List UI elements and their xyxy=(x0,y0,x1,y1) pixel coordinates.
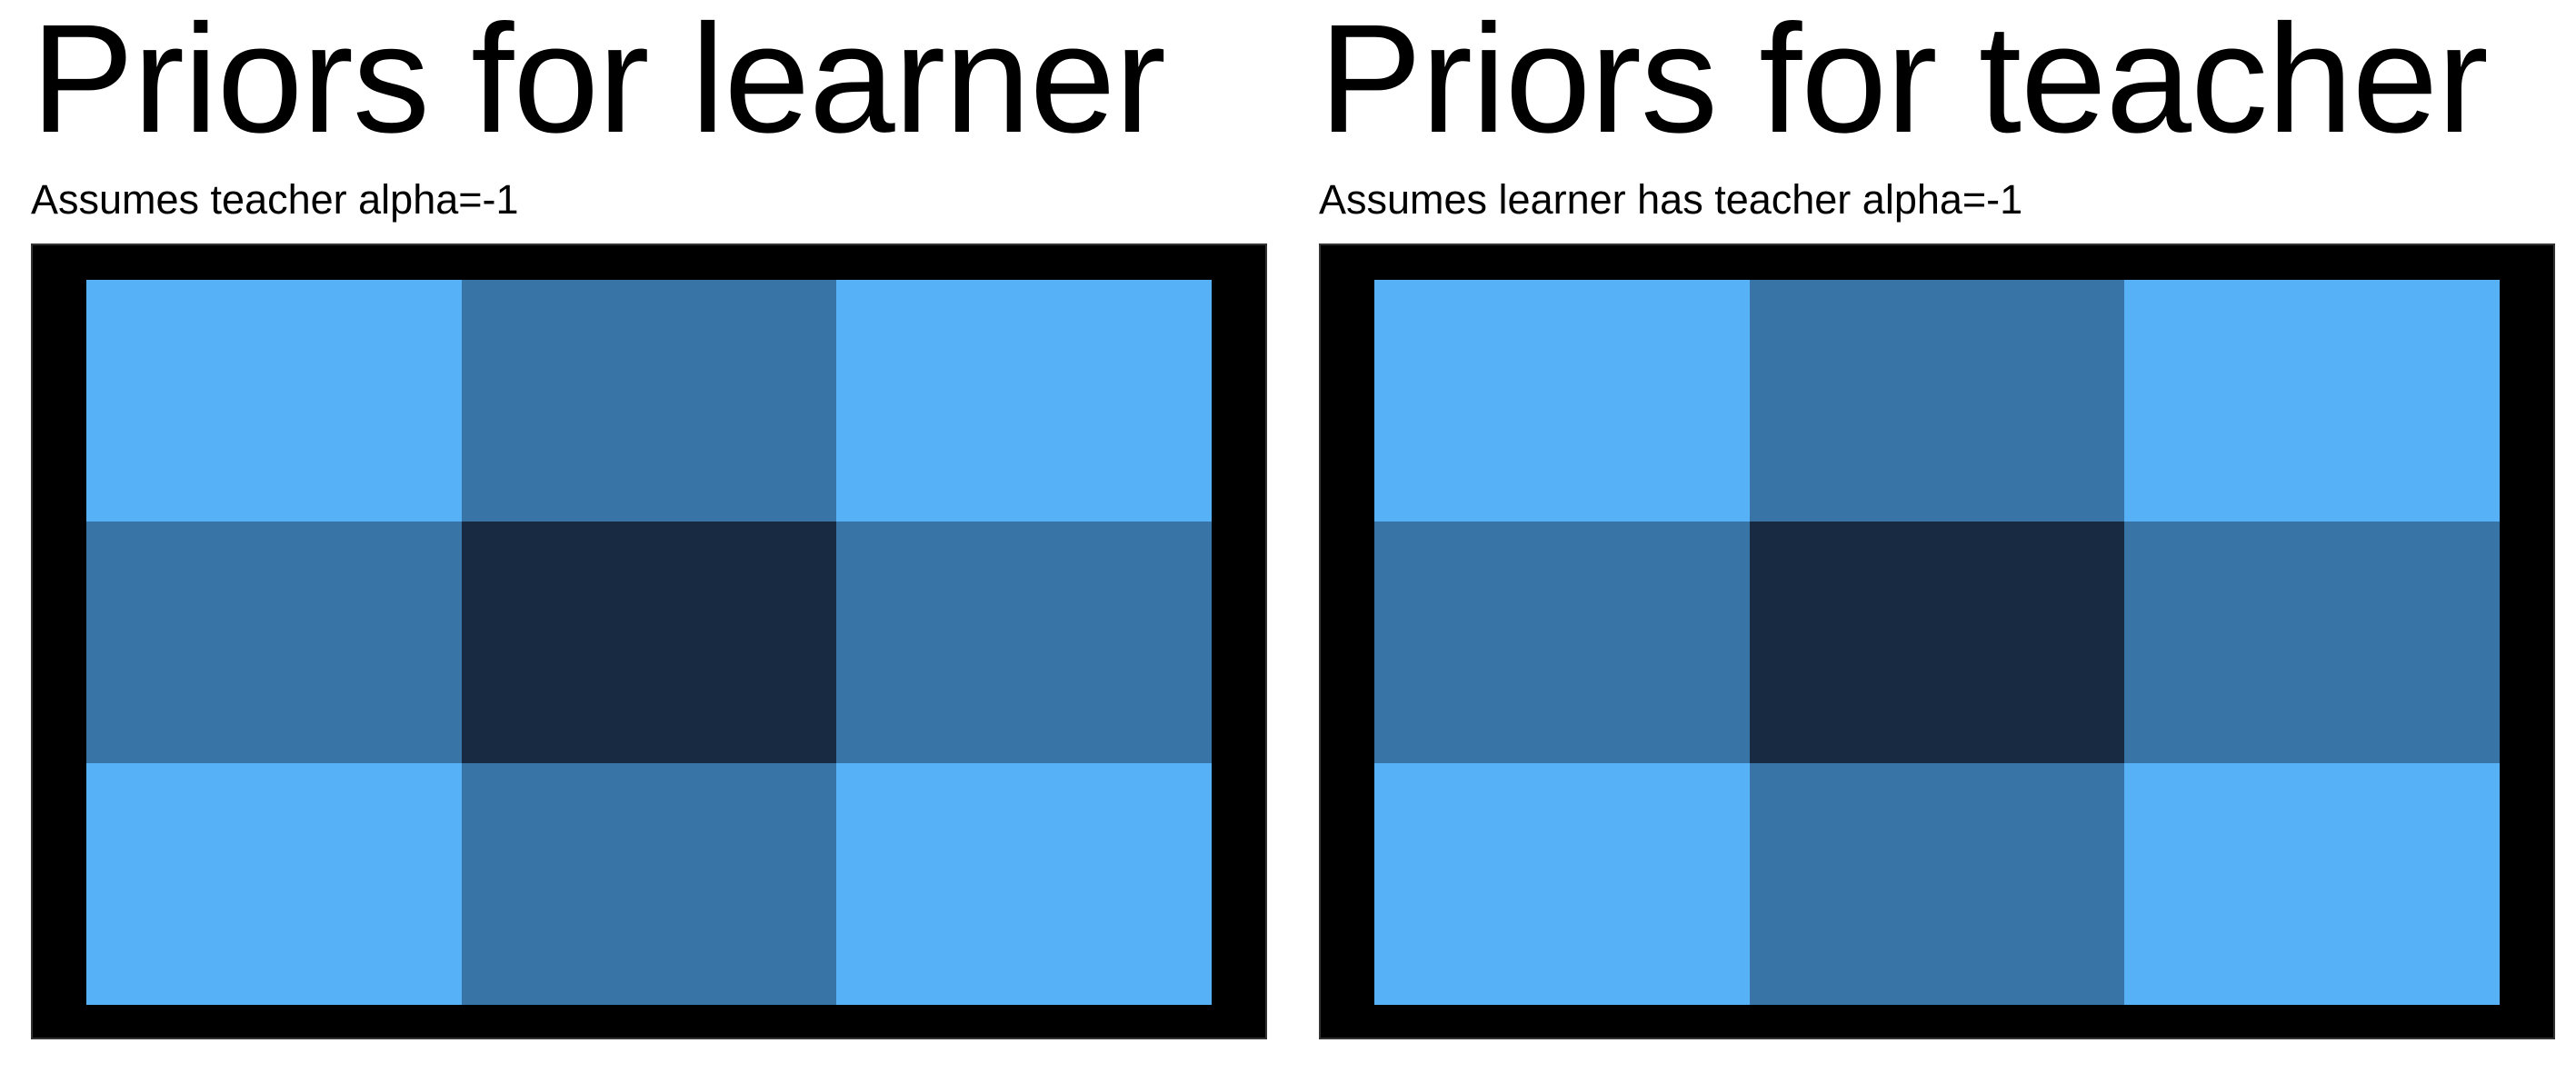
heatmap-cell-r1-c3 xyxy=(836,280,1212,522)
heatmap-cell-r1-c2 xyxy=(461,280,837,522)
heatmap-cell-r2-c1 xyxy=(1374,522,1750,763)
heatmap-cell-r2-c2 xyxy=(1749,522,2125,763)
panel-subtitle: Assumes teacher alpha=-1 xyxy=(31,176,519,223)
heatmap-cell-r3-c1 xyxy=(86,763,462,1005)
heatmap-cell-r3-c2 xyxy=(461,763,837,1005)
panel-subtitle: Assumes learner has teacher alpha=-1 xyxy=(1319,176,2023,223)
heatmap-frame xyxy=(1319,243,2555,1039)
heatmap-cell-r1-c1 xyxy=(1374,280,1750,522)
panel-teacher-priors: Priors for teacher Assumes learner has t… xyxy=(1319,0,2555,1073)
panel-title: Priors for learner xyxy=(31,0,1166,165)
heatmap-cell-r3-c3 xyxy=(836,763,1212,1005)
panel-learner-priors: Priors for learner Assumes teacher alpha… xyxy=(31,0,1267,1073)
heatmap-cell-r3-c1 xyxy=(1374,763,1750,1005)
heatmap-cell-r1-c3 xyxy=(2124,280,2500,522)
heatmap-cell-r2-c3 xyxy=(2124,522,2500,763)
heatmap-cell-r3-c3 xyxy=(2124,763,2500,1005)
heatmap-cell-r2-c3 xyxy=(836,522,1212,763)
heatmap-cell-r3-c2 xyxy=(1749,763,2125,1005)
heatmap-grid xyxy=(86,280,1212,1005)
heatmap-cell-r2-c2 xyxy=(461,522,837,763)
heatmap-cell-r1-c1 xyxy=(86,280,462,522)
panel-title: Priors for teacher xyxy=(1319,0,2489,165)
heatmap-frame xyxy=(31,243,1267,1039)
heatmap-cell-r2-c1 xyxy=(86,522,462,763)
heatmap-cell-r1-c2 xyxy=(1749,280,2125,522)
heatmap-grid xyxy=(1374,280,2500,1005)
